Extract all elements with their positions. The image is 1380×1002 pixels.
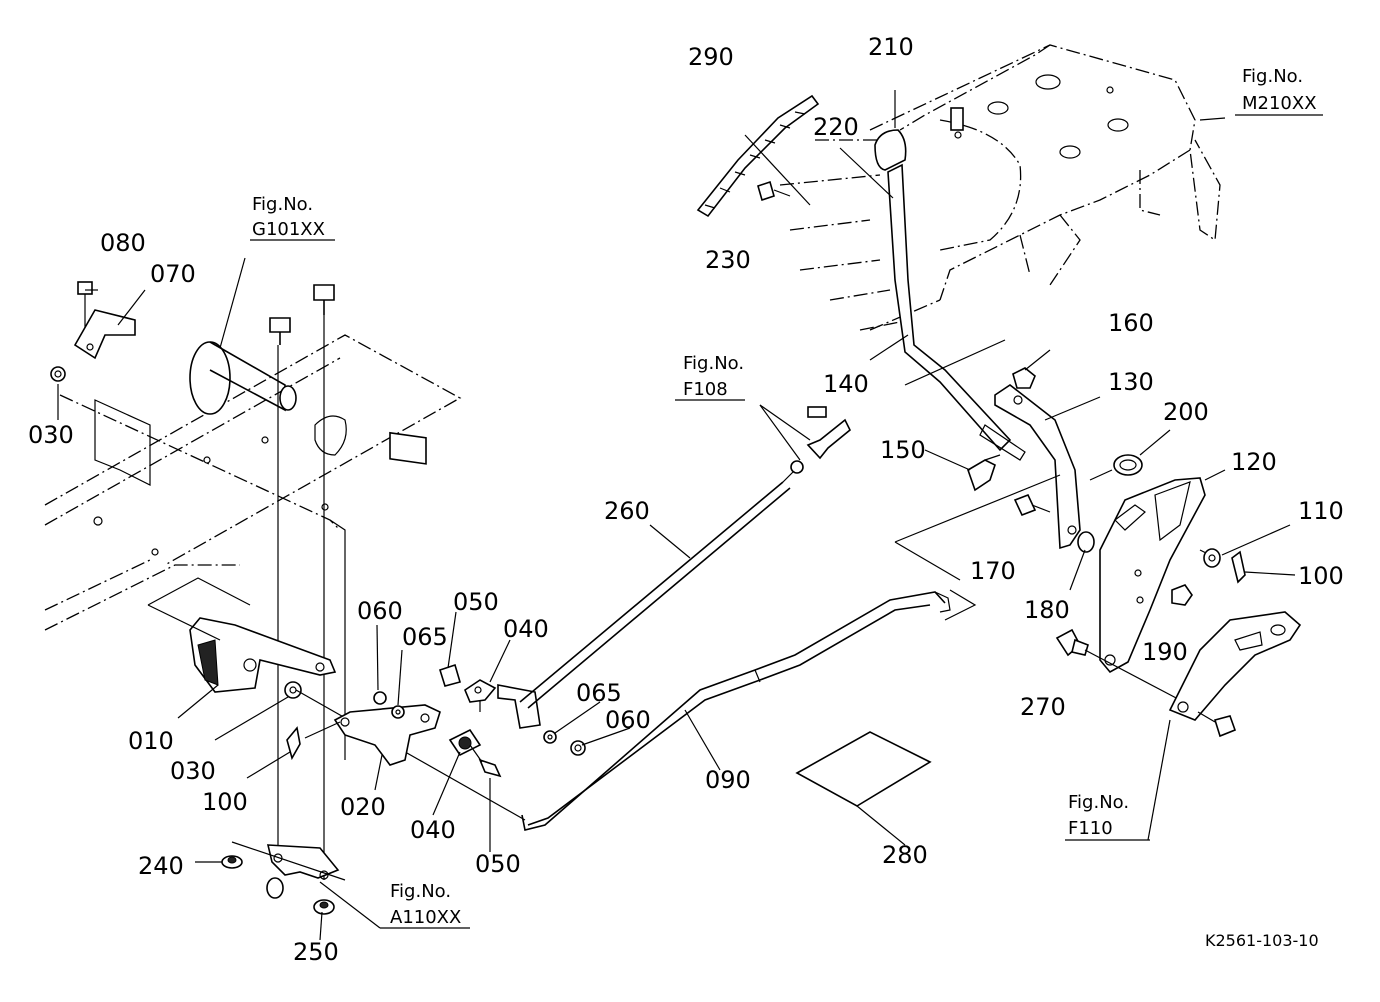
ref-f108-code: F108	[683, 379, 728, 400]
ref-g101-fig: Fig.No.	[252, 194, 313, 215]
ref-a110-code: A110XX	[390, 907, 461, 928]
bolt-230	[757, 180, 791, 202]
label-190: 190	[1142, 638, 1188, 666]
label-150: 150	[880, 436, 926, 464]
label-030-left: 030	[28, 421, 74, 449]
label-065-right: 065	[576, 679, 622, 707]
part-labels: 080 070 030 010 030 100 020 040 050 060 …	[28, 33, 1344, 966]
label-200: 200	[1163, 398, 1209, 426]
label-050-upper: 050	[453, 588, 499, 616]
label-010: 010	[128, 727, 174, 755]
label-220: 220	[813, 113, 859, 141]
rod-260	[519, 406, 852, 709]
hardware-right	[1171, 524, 1296, 606]
label-090: 090	[705, 766, 751, 794]
part-150	[924, 449, 1001, 492]
arm-020	[304, 704, 441, 766]
link-f110	[1147, 611, 1302, 841]
ref-g101-code: G101XX	[252, 219, 325, 240]
hardware-center	[373, 663, 586, 778]
label-060-left: 060	[357, 597, 403, 625]
label-230: 230	[705, 246, 751, 274]
label-050-lower: 050	[475, 850, 521, 878]
bolt-270	[1055, 628, 1181, 701]
frame-left	[44, 334, 462, 760]
ref-f110-code: F110	[1068, 818, 1113, 839]
label-100-right: 100	[1298, 562, 1344, 590]
label-130: 130	[1108, 368, 1154, 396]
label-210: 210	[868, 33, 914, 61]
label-290: 290	[688, 43, 734, 71]
label-040-lower: 040	[410, 816, 456, 844]
long-bolts	[269, 284, 335, 880]
ref-m210-code: M210XX	[1242, 93, 1317, 114]
label-260: 260	[604, 497, 650, 525]
label-180: 180	[1024, 596, 1070, 624]
label-140: 140	[823, 370, 869, 398]
bracket-070	[50, 281, 136, 382]
ref-f110-fig: Fig.No.	[1068, 792, 1129, 813]
label-030-center: 030	[170, 757, 216, 785]
label-065-left: 065	[402, 623, 448, 651]
label-100-left: 100	[202, 788, 248, 816]
label-070: 070	[150, 260, 196, 288]
label-240: 240	[138, 852, 184, 880]
ref-m210-fig: Fig.No.	[1242, 66, 1303, 87]
figure-references: Fig.No. G101XX Fig.No. M210XX Fig.No. F1…	[252, 66, 1317, 928]
label-040-upper: 040	[503, 615, 549, 643]
leader-lines	[57, 289, 811, 941]
label-270: 270	[1020, 693, 1066, 721]
label-170: 170	[970, 557, 1016, 585]
washer-pin	[284, 681, 526, 821]
rod-090	[521, 589, 977, 831]
label-110: 110	[1298, 497, 1344, 525]
lever-140	[839, 90, 1026, 461]
plate-120	[894, 429, 1226, 674]
strip-290	[696, 94, 820, 218]
label-250: 250	[293, 938, 339, 966]
ref-f108-fig: Fig.No.	[683, 353, 744, 374]
label-020: 020	[340, 793, 386, 821]
label-280: 280	[882, 841, 928, 869]
label-080: 080	[100, 229, 146, 257]
reference-underlines	[250, 114, 1323, 841]
label-060-right: 060	[605, 706, 651, 734]
bolt-170	[1013, 493, 1095, 591]
pedal-010	[147, 604, 337, 693]
label-120: 120	[1231, 448, 1277, 476]
bracket-130	[994, 349, 1101, 550]
manual-280	[795, 731, 932, 846]
label-160: 160	[1108, 309, 1154, 337]
ref-a110-fig: Fig.No.	[390, 881, 451, 902]
shaft-g101	[189, 257, 297, 415]
unit-a110	[221, 841, 346, 915]
drawing-code: K2561-103-10	[1205, 931, 1319, 950]
body-m210	[779, 44, 1226, 331]
